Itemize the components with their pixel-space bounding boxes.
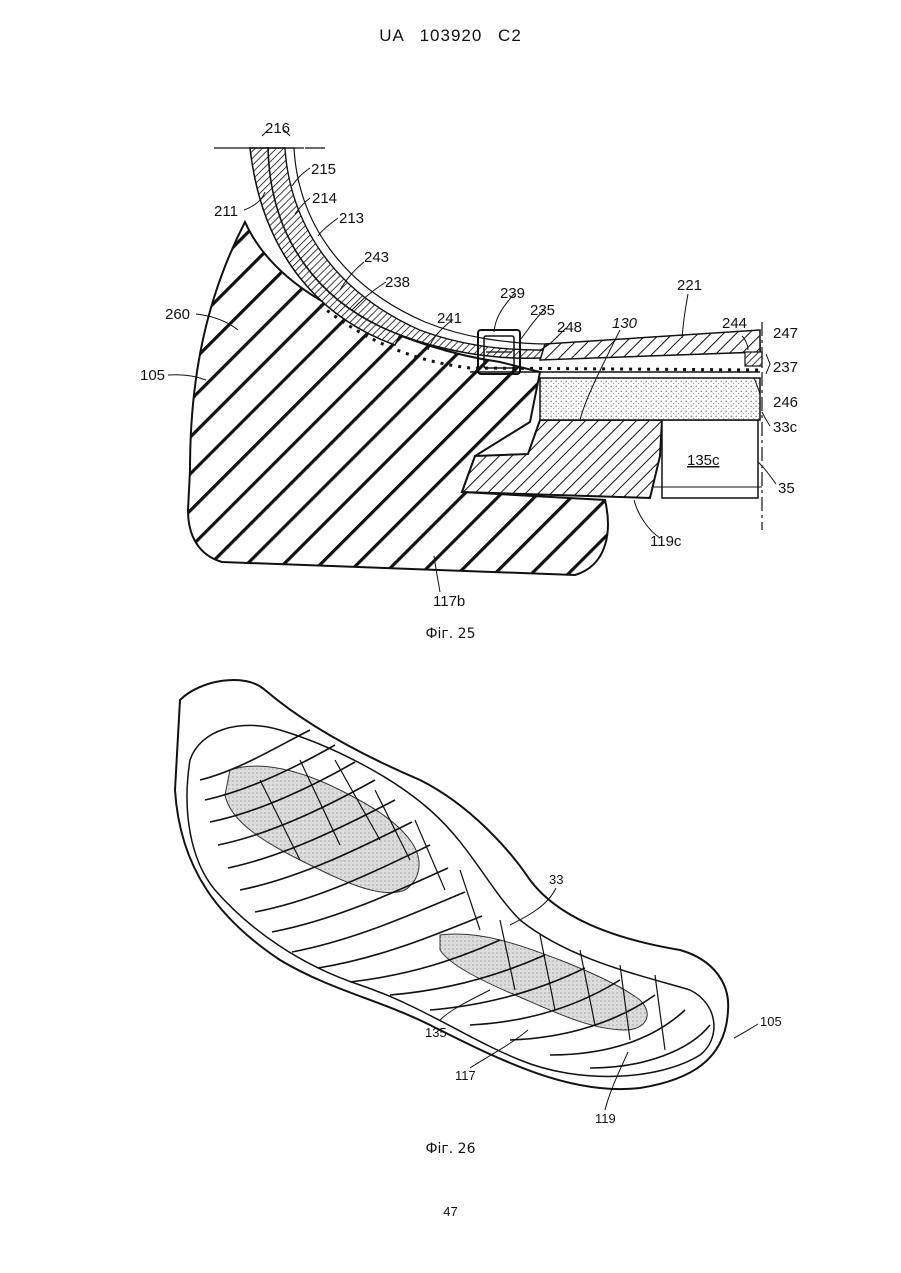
sole-outline	[175, 680, 728, 1089]
label-119: 119	[595, 1111, 616, 1126]
page-number: 47	[0, 1204, 901, 1219]
figure-26-caption: Фіг. 26	[0, 1141, 901, 1157]
label-135: 135	[425, 1025, 447, 1040]
label-33: 33	[549, 872, 563, 887]
label-105-fig26: 105	[760, 1014, 782, 1029]
label-117: 117	[455, 1068, 476, 1083]
